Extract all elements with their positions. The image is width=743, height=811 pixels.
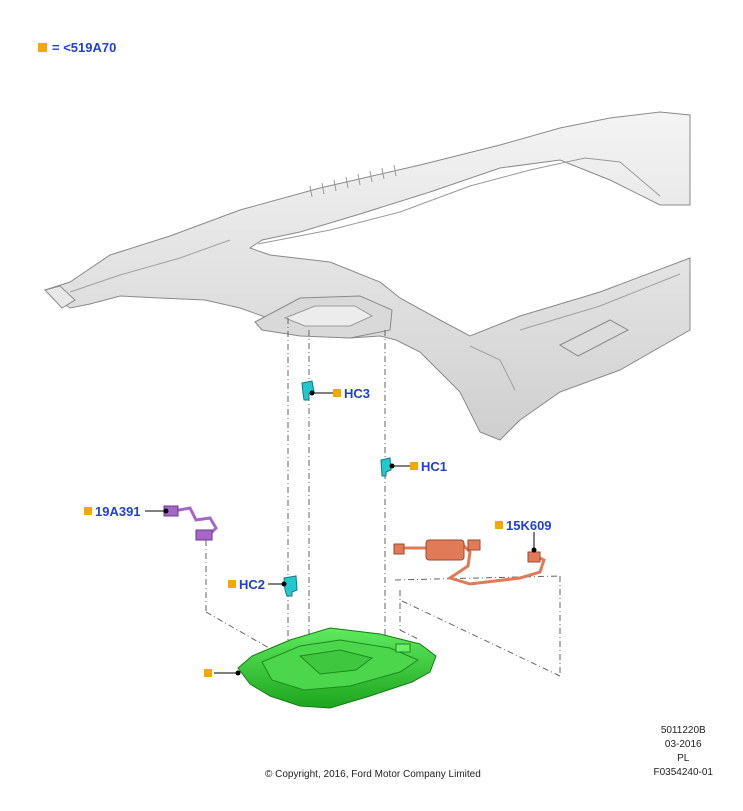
leader-lines — [145, 392, 535, 674]
sensor-harness-15k609 — [393, 539, 546, 586]
clip-hc1 — [380, 457, 392, 477]
callout-hc3: HC3 — [344, 386, 370, 401]
callout-19a391: 19A391 — [95, 504, 141, 519]
figure-meta: 5011220B 03-2016 PL F0354240-01 — [654, 724, 714, 780]
legend-text: = <519A70 — [52, 40, 117, 55]
leader-dots — [163, 390, 537, 676]
figure-code: 5011220B — [660, 725, 706, 736]
figure-lang: PL — [677, 753, 690, 764]
clip-hc2 — [283, 575, 298, 597]
callout-hc1: HC1 — [421, 459, 447, 474]
callout-15k609: 15K609 — [506, 518, 552, 533]
callout-hc2: HC2 — [239, 577, 265, 592]
figure-number: F0354240-01 — [653, 767, 714, 778]
headliner — [43, 111, 691, 441]
copyright: © Copyright, 2016, Ford Motor Company Li… — [265, 769, 481, 780]
clip-hc3 — [301, 380, 315, 401]
wire-harness-19a391 — [163, 505, 218, 541]
callout-markers — [84, 389, 503, 677]
legend: = <519A70 — [38, 40, 116, 55]
legend-marker — [38, 43, 47, 52]
overhead-console — [237, 627, 437, 709]
figure-date: 03-2016 — [664, 739, 702, 750]
